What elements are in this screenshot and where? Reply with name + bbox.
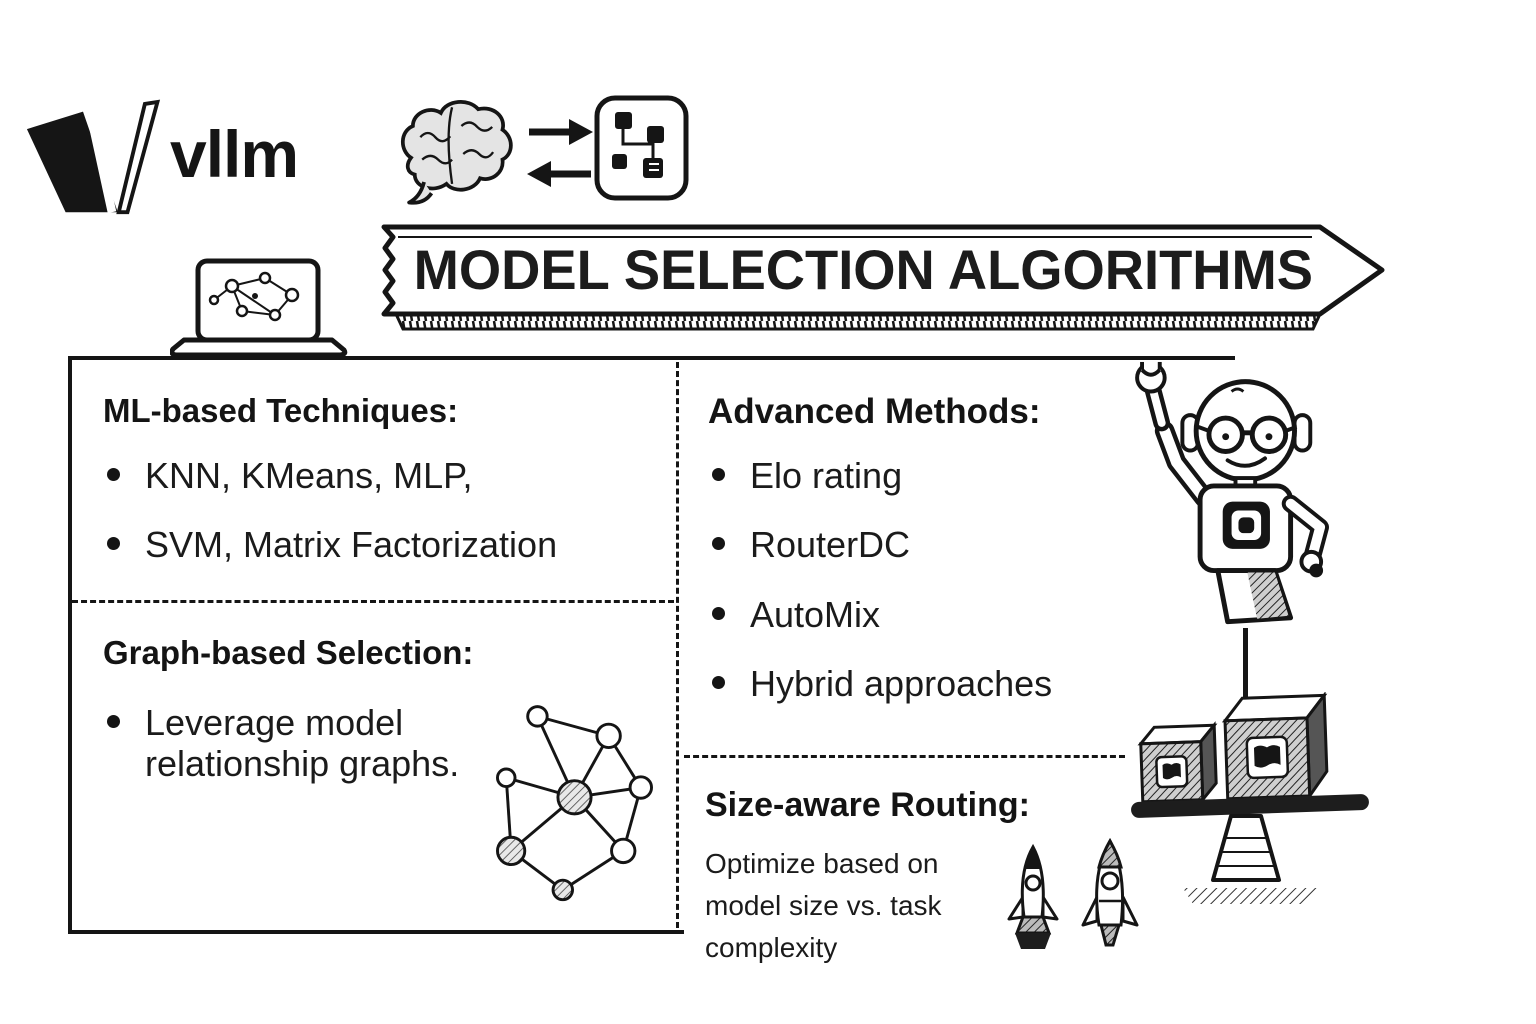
- list-item-text: SVM, Matrix Factorization: [145, 524, 558, 566]
- vllm-logo-mark: [26, 99, 161, 215]
- bullet-dot: [107, 468, 120, 481]
- advanced-methods-list: Elo rating RouterDC AutoMix Hybrid appro…: [708, 455, 1128, 733]
- bullet-dot: [107, 715, 120, 728]
- bullet-dot: [712, 537, 725, 551]
- size-aware-body: Optimize based on model size vs. task co…: [705, 848, 942, 963]
- panel-top-border: [68, 356, 1235, 360]
- ml-based-list: KNN, KMeans, MLP, SVM, Matrix Factorizat…: [103, 455, 643, 594]
- column-divider: [676, 362, 679, 928]
- balance-scale-icon: [1125, 691, 1375, 932]
- list-item-text: Leverage model relationship graphs.: [145, 702, 460, 785]
- bullet-dot: [712, 676, 725, 690]
- list-item: Hybrid approaches: [708, 663, 1128, 704]
- network-graph-icon: [477, 694, 672, 922]
- brain-icon: [383, 90, 523, 218]
- list-item: Elo rating: [708, 455, 1128, 496]
- list-item-text: Elo rating: [750, 455, 903, 496]
- right-section-divider: [684, 755, 1125, 758]
- graph-based-heading: Graph-based Selection:: [103, 634, 474, 671]
- ml-based-heading: ML-based Techniques:: [103, 392, 459, 429]
- rockets-icon: [995, 835, 1175, 973]
- vllm-logo-text: vllm: [170, 117, 299, 191]
- banner-title: MODEL SELECTION ALGORITHMS: [413, 238, 1313, 301]
- size-aware-heading: Size-aware Routing:: [705, 786, 1030, 824]
- list-item: AutoMix: [708, 594, 1128, 635]
- left-section-divider: [72, 600, 674, 603]
- robot-mascot-icon: [1125, 360, 1347, 668]
- list-item-text: AutoMix: [750, 593, 881, 635]
- bullet-dot: [712, 606, 725, 620]
- vllm-logo: [25, 98, 170, 228]
- flowchart-icon: [593, 94, 690, 202]
- list-item: SVM, Matrix Factorization: [103, 524, 643, 565]
- bullet-dot: [712, 468, 725, 481]
- list-item-text: KNN, KMeans, MLP,: [145, 455, 473, 496]
- laptop-graph-icon: [169, 258, 350, 360]
- bidirectional-arrows-icon: [527, 112, 595, 196]
- list-item-text: RouterDC: [750, 524, 911, 566]
- list-item: Leverage model relationship graphs.: [103, 702, 495, 785]
- banner-ribbon-shape: [381, 224, 1385, 331]
- list-item-text: Hybrid approaches: [750, 663, 1053, 705]
- graph-based-list: Leverage model relationship graphs.: [103, 702, 503, 813]
- list-item: KNN, KMeans, MLP,: [103, 455, 643, 496]
- advanced-methods-heading: Advanced Methods:: [708, 392, 1041, 431]
- left-panel-border: [68, 356, 684, 934]
- bullet-dot: [107, 537, 120, 551]
- title-banner: MODEL SELECTION ALGORITHMS: [372, 213, 1387, 341]
- list-item: RouterDC: [708, 524, 1128, 565]
